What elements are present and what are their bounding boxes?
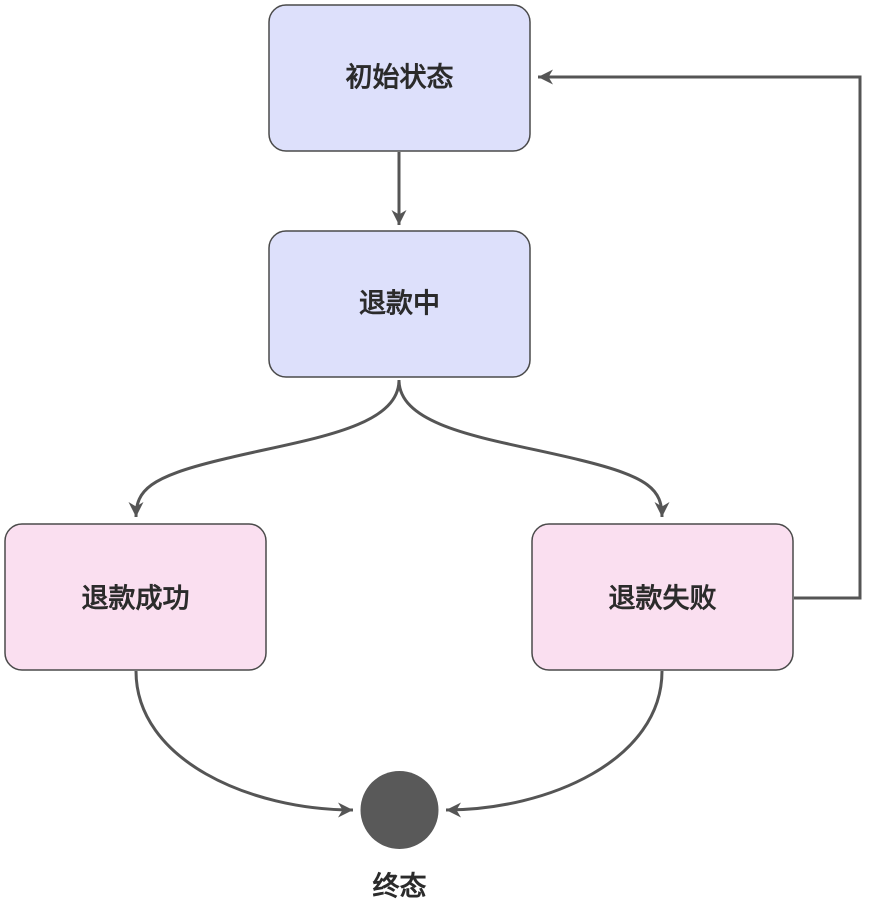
state-end-label: 终态 [373, 871, 427, 903]
state-failed: 退款失败 [531, 523, 794, 671]
state-refunding-label: 退款中 [359, 289, 440, 320]
state-initial: 初始状态 [268, 4, 531, 152]
state-initial-label: 初始状态 [346, 62, 454, 94]
edge-success-to-end [134, 670, 354, 818]
edge-failed-to-initial [538, 69, 862, 600]
state-success: 退款成功 [4, 523, 267, 671]
edge-failed-to-end [445, 670, 664, 818]
edge-refunding-to-success [128, 379, 401, 518]
state-success-label: 退款成功 [82, 584, 190, 615]
state-end: 终态 [360, 771, 439, 903]
edge-refunding-to-failed [397, 379, 670, 518]
state-refunding: 退款中 [268, 230, 531, 378]
end-circle [360, 771, 439, 849]
state-failed-label: 退款失败 [609, 584, 717, 615]
